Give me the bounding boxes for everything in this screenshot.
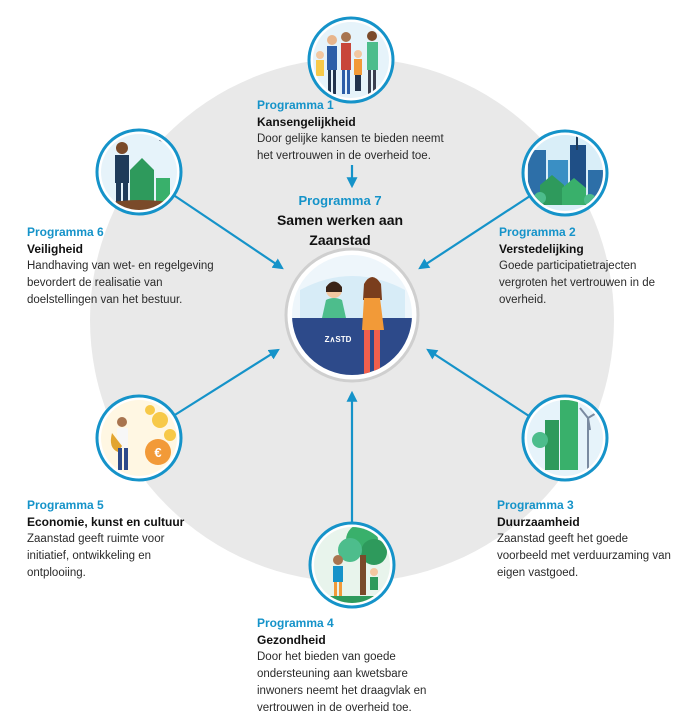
program-1-number: Programma 1 [257, 98, 334, 112]
program-3-number: Programma 3 [497, 498, 574, 512]
program-6-title: Veiligheid [27, 242, 84, 256]
program-2: Programma 2 Verstedelijking Goede partic… [499, 224, 669, 309]
zaanstad-logo: Z∧STD [325, 335, 352, 344]
program-4-title: Gezondheid [257, 633, 326, 647]
program-2-title: Verstedelijking [499, 242, 584, 256]
program-1-description: Door gelijke kansen te bieden neemt het … [257, 133, 444, 162]
center-badge: Z∧STD [284, 247, 420, 383]
program-1: Programma 1 Kansengelijkheid Door gelijk… [257, 97, 462, 165]
program-4-description: Door het bieden van goede ondersteuning … [257, 651, 427, 714]
program-3-description: Zaanstad geeft het goede voorbeeld met v… [497, 533, 671, 579]
wind-solar-icon [521, 394, 609, 482]
saxophone-euro-icon: € [95, 394, 183, 482]
program-5-description: Zaanstad geeft ruimte voor initiatief, o… [27, 533, 165, 579]
program-6: Programma 6 Veiligheid Handhaving van we… [27, 224, 232, 309]
program-1-title: Kansengelijkheid [257, 115, 356, 129]
city-crane-icon [521, 129, 609, 217]
arrow-p5 [169, 348, 280, 419]
center-program: Programma 7 Samen werken aan Zaanstad [255, 192, 425, 250]
program-4-number: Programma 4 [257, 616, 334, 630]
people-tree-icon [308, 521, 396, 609]
program-5-number: Programma 5 [27, 498, 104, 512]
program-5: Programma 5 Economie, kunst en cultuur Z… [27, 497, 202, 582]
program-2-number: Programma 2 [499, 225, 576, 239]
center-program-number: Programma 7 [298, 193, 382, 208]
police-camera-icon [95, 128, 183, 216]
program-3-title: Duurzaamheid [497, 515, 580, 529]
arrows [169, 165, 533, 525]
program-5-title: Economie, kunst en cultuur [27, 515, 185, 529]
program-6-description: Handhaving van wet- en regelgeving bevor… [27, 260, 214, 306]
arrow-p6 [171, 193, 284, 270]
arrow-p2 [418, 195, 531, 270]
family-icon [307, 16, 395, 104]
svg-text:€: € [154, 445, 161, 460]
program-4: Programma 4 Gezondheid Door het bieden v… [257, 615, 447, 717]
program-3: Programma 3 Duurzaamheid Zaanstad geeft … [497, 497, 672, 582]
program-2-description: Goede participatietrajecten vergroten he… [499, 260, 655, 306]
program-6-number: Programma 6 [27, 225, 104, 239]
arrow-p3 [426, 348, 533, 419]
center-program-title: Samen werken aan Zaanstad [276, 212, 404, 248]
